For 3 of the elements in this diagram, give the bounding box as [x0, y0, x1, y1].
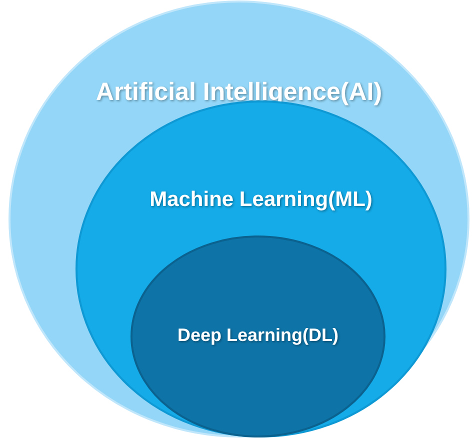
ellipse-title: Artificial Intelligence(AI) — [94, 78, 384, 107]
ellipse-title: Deep Learning(DL) — [176, 325, 340, 346]
ellipse-title: Machine Learning(ML) — [148, 188, 374, 212]
